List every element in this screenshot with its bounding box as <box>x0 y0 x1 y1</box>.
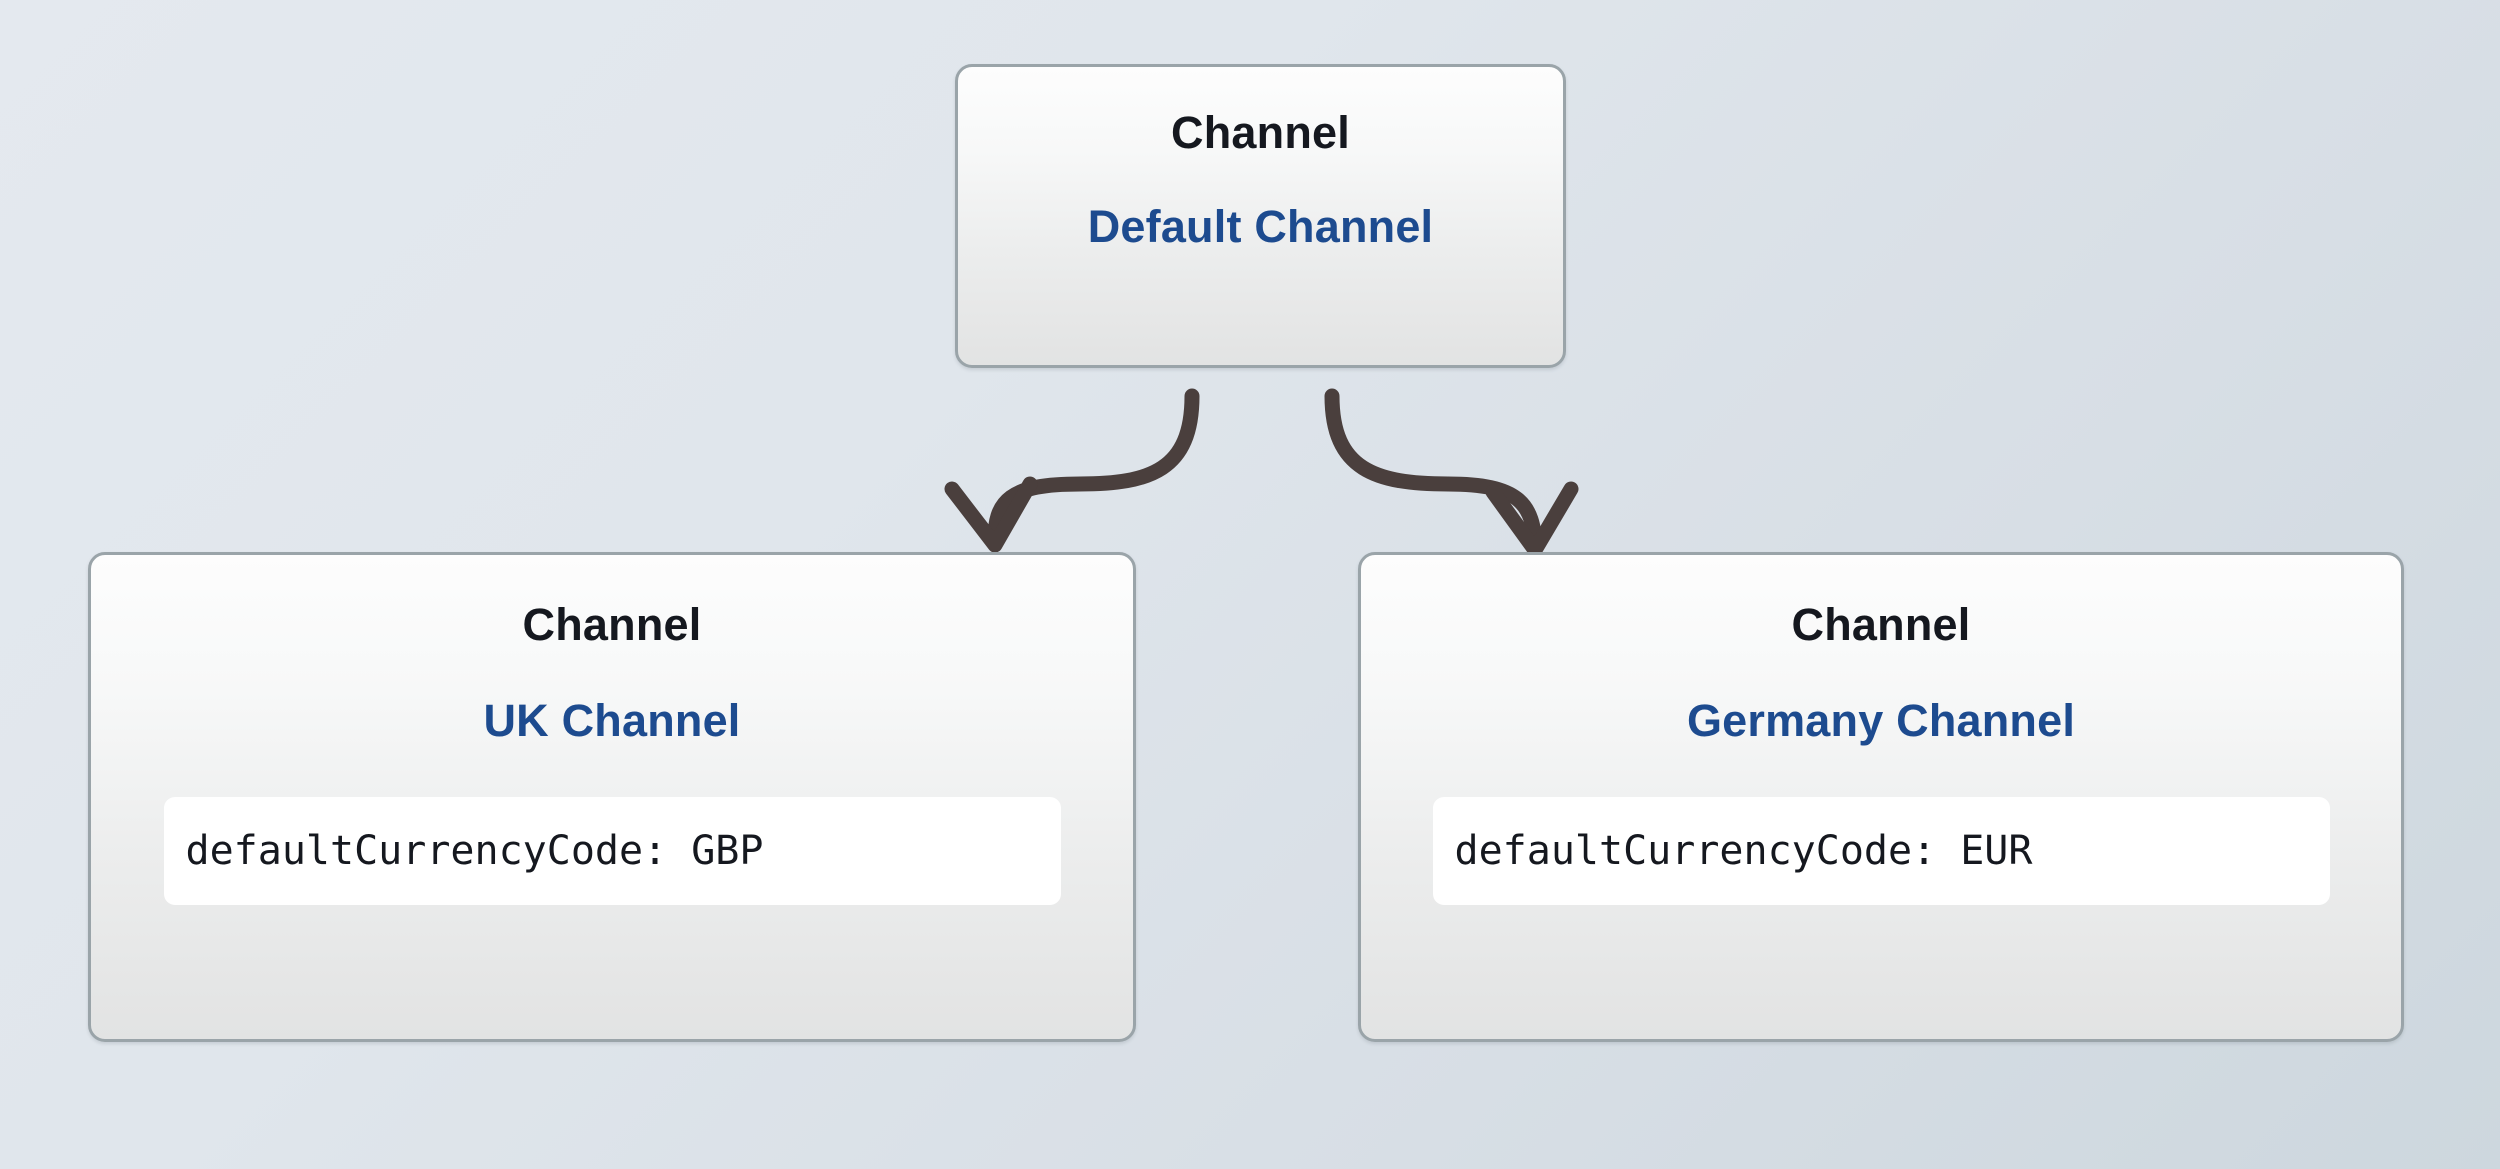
edge-root-to-uk-arrowhead <box>944 476 1038 553</box>
edge-root-to-de-arrowhead <box>1485 481 1579 558</box>
edge-root-to-de <box>1324 388 1543 556</box>
property-default-currency-code: defaultCurrencyCode: EUR <box>1454 828 2033 874</box>
node-name-label: Default Channel <box>1087 201 1434 252</box>
node-uk-channel[interactable]: Channel UK Channel defaultCurrencyCode: … <box>88 552 1136 1042</box>
property-default-currency-code: defaultCurrencyCode: GBP <box>185 828 764 874</box>
node-name-label: UK Channel <box>483 695 741 746</box>
property-box: defaultCurrencyCode: EUR <box>1432 797 2330 905</box>
edge-root-to-uk <box>987 388 1200 551</box>
property-box: defaultCurrencyCode: GBP <box>163 797 1061 905</box>
node-default-channel[interactable]: Channel Default Channel <box>955 64 1566 368</box>
node-type-label: Channel <box>522 599 702 650</box>
node-type-label: Channel <box>1171 107 1350 158</box>
node-germany-channel[interactable]: Channel Germany Channel defaultCurrencyC… <box>1358 552 2404 1042</box>
node-name-label: Germany Channel <box>1686 695 2076 746</box>
node-type-label: Channel <box>1791 599 1971 650</box>
